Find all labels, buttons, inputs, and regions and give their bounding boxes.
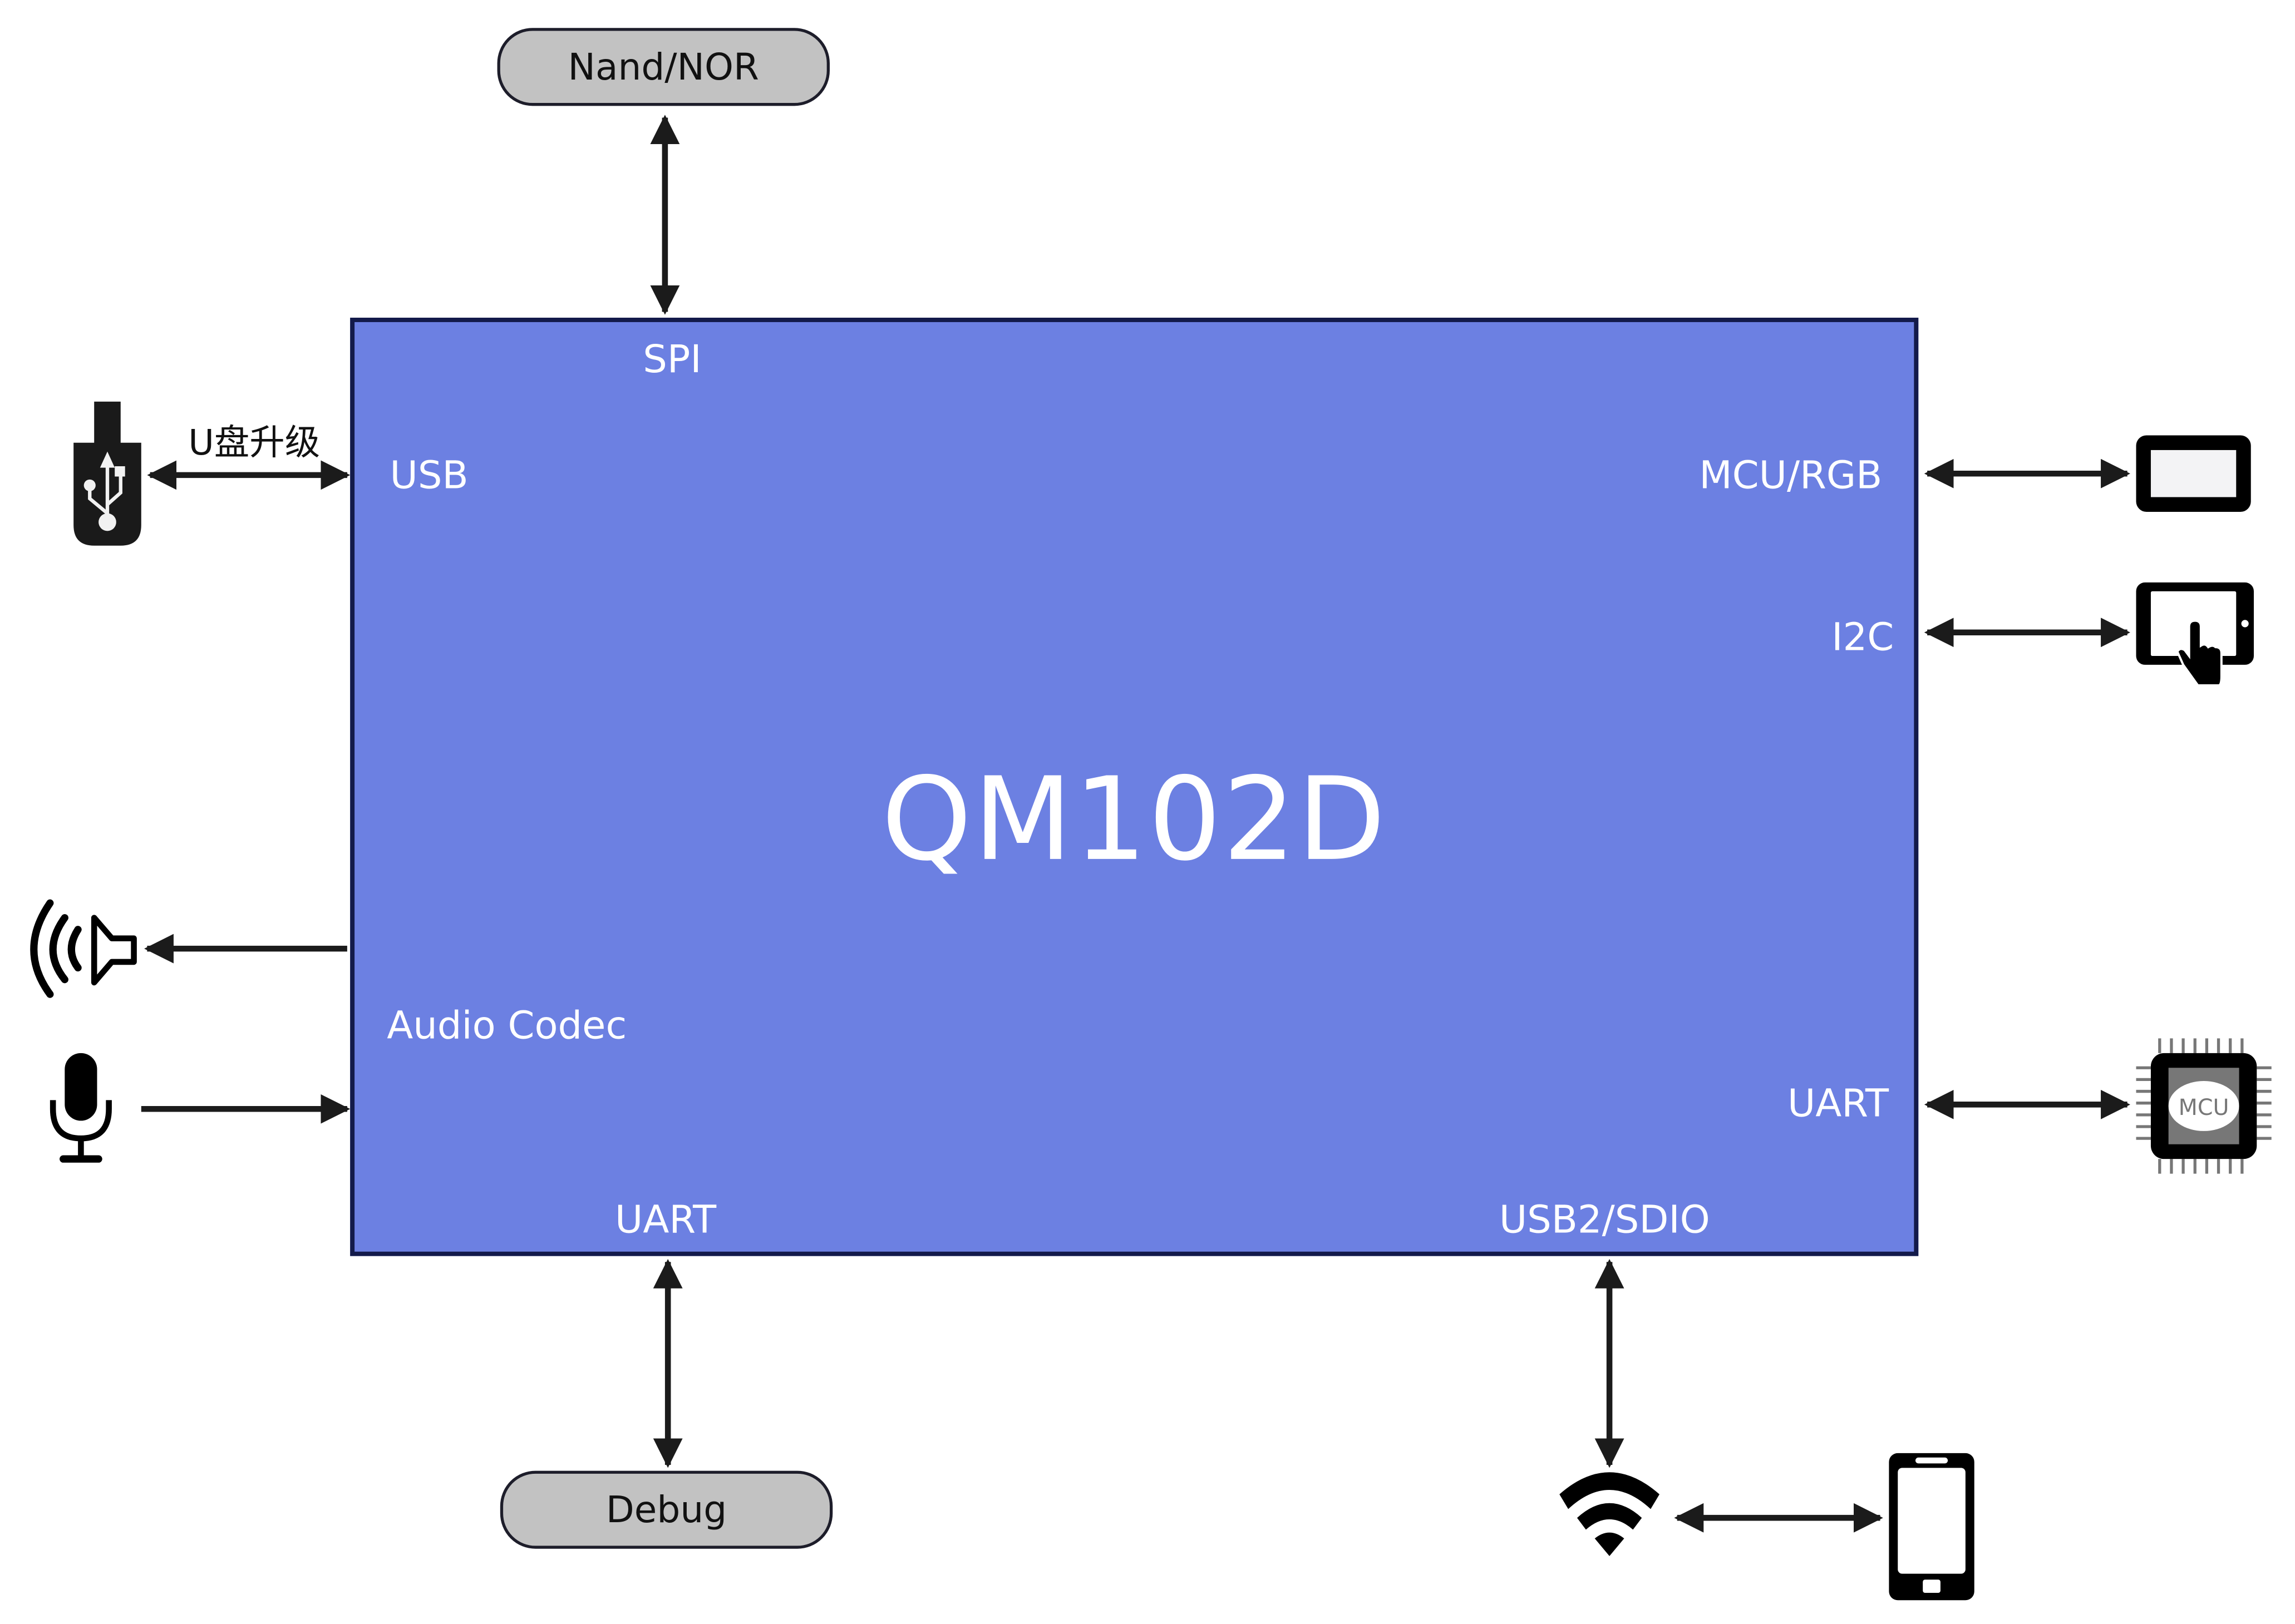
wifi-icon <box>1559 1472 1659 1556</box>
mcu-chip-icon: MCU <box>2136 1038 2272 1174</box>
port-uart-right: UART <box>1787 1082 1889 1127</box>
port-spi: SPI <box>643 338 702 383</box>
display-icon <box>2136 435 2251 512</box>
port-mcu-rgb: MCU/RGB <box>1699 454 1883 499</box>
microphone-icon <box>50 1053 112 1163</box>
soc-block: QM102D <box>350 318 1919 1256</box>
debug-label: Debug <box>605 1488 727 1531</box>
flash-memory-label: Nand/NOR <box>568 45 759 88</box>
touch-panel-icon <box>2136 582 2254 687</box>
phone-icon <box>1889 1453 1974 1601</box>
usb-drive-icon <box>73 401 141 546</box>
mcu-chip-label: MCU <box>2179 1095 2229 1120</box>
flash-memory-node: Nand/NOR <box>497 28 830 106</box>
port-i2c: I2C <box>1831 616 1894 660</box>
port-audio-codec: Audio Codec <box>387 1004 627 1049</box>
port-uart-bottom: UART <box>615 1198 717 1243</box>
port-usb2-sdio: USB2/SDIO <box>1499 1198 1710 1243</box>
debug-node: Debug <box>500 1470 833 1549</box>
speaker-icon <box>30 899 137 998</box>
chip-name: QM102D <box>881 754 1387 887</box>
usb-upgrade-label: U盘升级 <box>188 422 321 463</box>
port-usb: USB <box>390 454 469 499</box>
